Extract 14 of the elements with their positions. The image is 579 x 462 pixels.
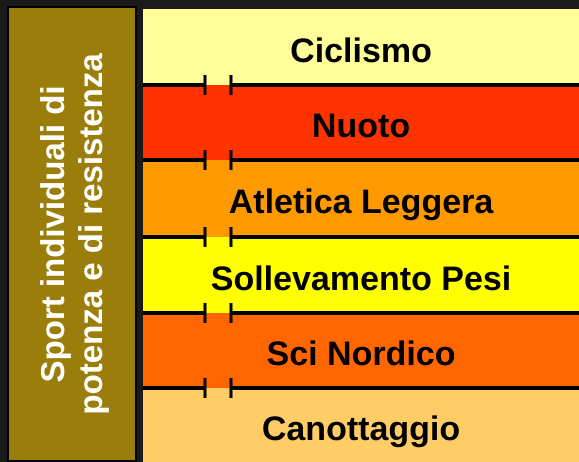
sport-label: Sollevamento Pesi [210, 260, 512, 298]
sport-label: Atletica Leggera [228, 183, 494, 222]
sport-label: Nuoto [312, 107, 410, 146]
sport-row [143, 388, 579, 462]
sport-label: Ciclismo [290, 32, 432, 70]
sport-label: Sci Nordico [266, 335, 456, 374]
category-label: Sport individuali di potenza e di resistenza [34, 52, 110, 417]
sport-row [143, 237, 579, 313]
sport-row [143, 9, 579, 85]
category-band [7, 6, 137, 462]
sport-row [143, 160, 579, 237]
sport-row [143, 85, 579, 160]
sport-row [143, 313, 579, 388]
sport-label: Canottaggio [262, 410, 460, 448]
